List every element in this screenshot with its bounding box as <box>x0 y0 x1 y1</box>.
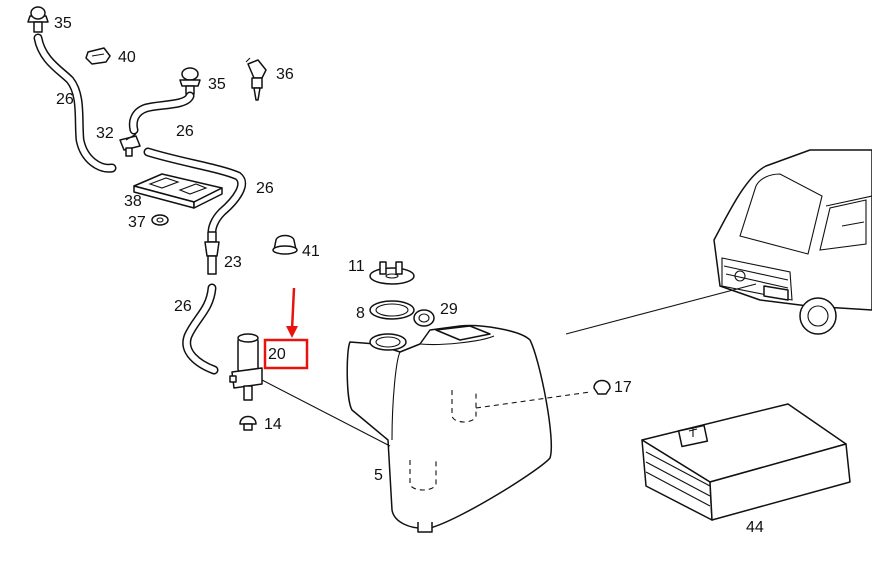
van-illustration <box>713 149 872 335</box>
callout-44: 44 <box>746 519 764 536</box>
callout-8: 8 <box>356 305 365 322</box>
connector-23 <box>204 231 220 275</box>
check-valve-36 <box>245 57 267 101</box>
callout-29: 29 <box>440 301 458 318</box>
callout-35-top: 35 <box>54 15 72 32</box>
first-aid-kit-44 <box>641 403 851 521</box>
callout-38: 38 <box>124 193 142 210</box>
grommet-41 <box>272 234 298 255</box>
hose-26-right <box>143 147 247 237</box>
callout-26-right: 26 <box>256 180 274 197</box>
callout-26-left: 26 <box>56 91 74 108</box>
leader-lines <box>125 133 757 447</box>
level-sensor-29 <box>413 309 435 327</box>
callout-32: 32 <box>96 125 114 142</box>
hose-26-lower <box>182 283 219 375</box>
callout-35-middle: 35 <box>208 76 226 93</box>
washer-pump-20 <box>229 333 263 401</box>
callout-labels: 35 40 26 35 36 26 32 26 38 37 41 23 11 8… <box>54 15 764 536</box>
callout-26-upper: 26 <box>176 123 194 140</box>
washer-37 <box>151 214 169 226</box>
leader-clip-17 <box>475 391 591 409</box>
callout-14: 14 <box>264 416 282 433</box>
seal-8 <box>369 300 415 320</box>
bracket-38 <box>133 173 223 209</box>
callout-26-lower: 26 <box>174 298 192 315</box>
cap-11 <box>369 261 415 285</box>
callout-5: 5 <box>374 467 383 484</box>
red-arrow-line <box>290 287 296 331</box>
callout-36: 36 <box>276 66 294 83</box>
callout-41: 41 <box>302 243 320 260</box>
washer-reservoir-5 <box>346 324 553 533</box>
callout-17: 17 <box>614 379 632 396</box>
leader-32 <box>125 133 137 141</box>
hose-26-upper <box>128 91 195 135</box>
spray-nozzle-35-middle <box>179 67 201 95</box>
grommet-14 <box>239 415 257 431</box>
clip-40 <box>85 47 111 65</box>
callout-37: 37 <box>128 214 146 231</box>
clip-17 <box>593 379 611 395</box>
callout-40: 40 <box>118 49 136 66</box>
spray-nozzle-35-left <box>27 6 49 33</box>
leader-pump-to-tank <box>261 379 391 447</box>
hose-26-left <box>33 33 117 173</box>
callout-20: 20 <box>268 346 286 363</box>
t-connector-32 <box>119 135 141 157</box>
callout-11: 11 <box>348 258 365 275</box>
callout-23: 23 <box>224 254 242 271</box>
highlight-marker <box>263 287 309 370</box>
leader-vehicle <box>565 283 757 335</box>
red-highlight-box <box>263 338 309 370</box>
red-arrow-head <box>286 326 298 338</box>
